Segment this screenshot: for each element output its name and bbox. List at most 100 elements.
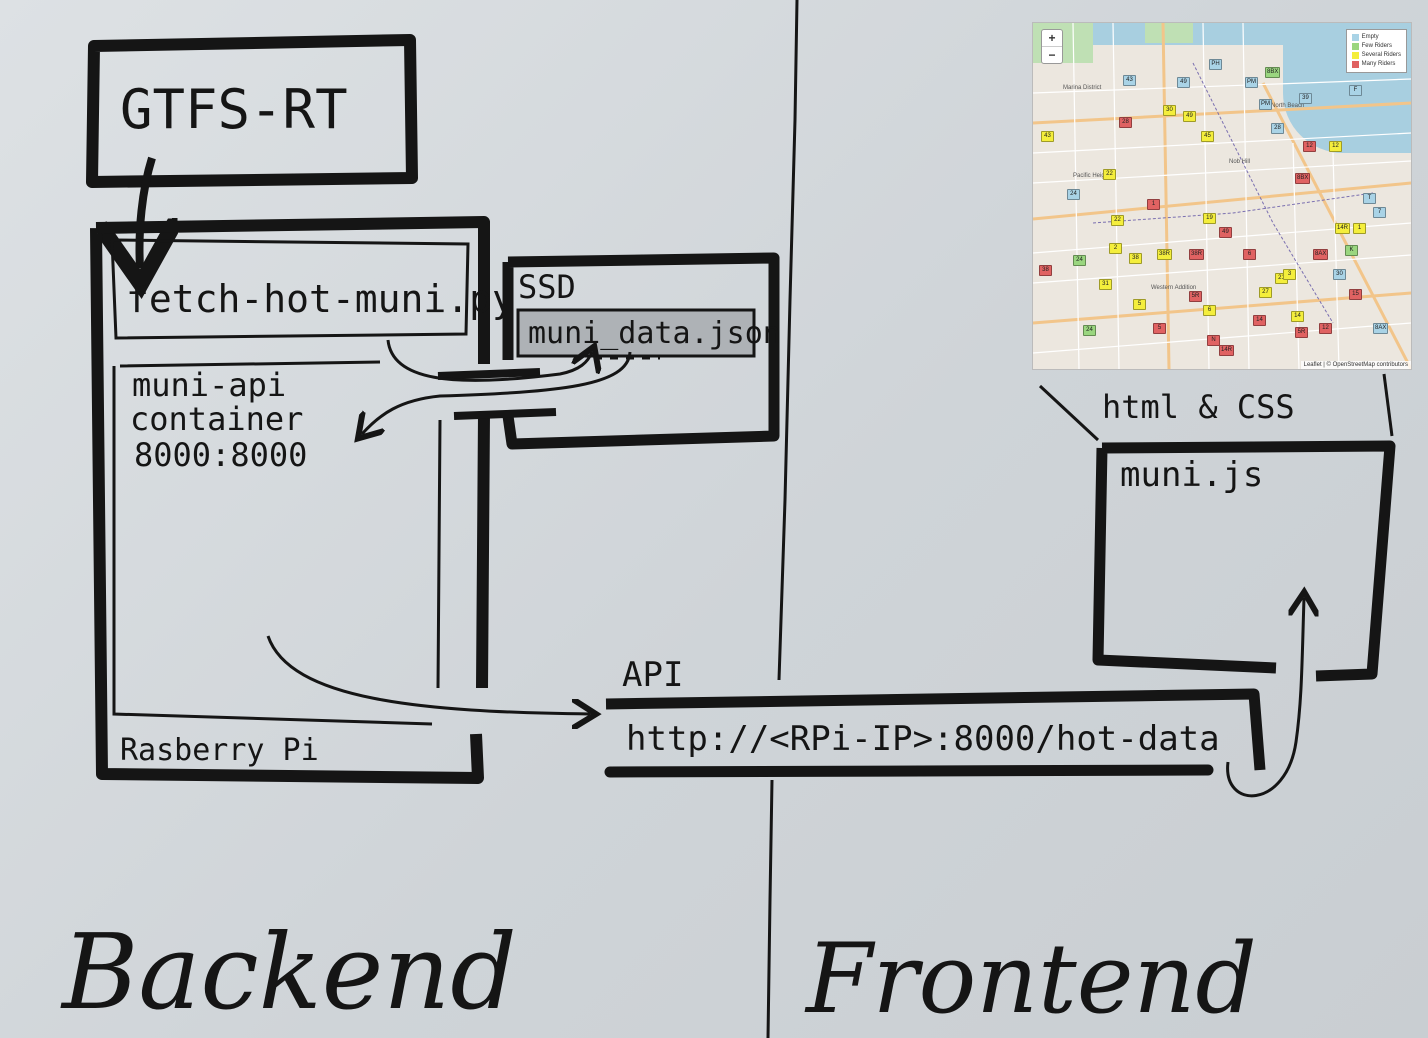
vehicle-marker[interactable]: 8AX: [1313, 249, 1329, 260]
park-area: [1145, 23, 1193, 43]
ssd-box: [502, 252, 780, 450]
vehicle-marker[interactable]: 5: [1133, 299, 1146, 310]
vehicle-marker[interactable]: 38R: [1157, 249, 1173, 260]
fetch-script-label: fetch-hot-muni.py: [126, 277, 515, 321]
mount-connector-bottom: [453, 408, 557, 420]
fetch-script-box: [110, 238, 470, 340]
backend-section-label: Backend: [60, 911, 517, 1033]
vehicle-marker[interactable]: 49: [1177, 77, 1190, 88]
map-attribution[interactable]: Leaflet | © OpenStreetMap contributors: [1300, 361, 1411, 369]
vehicle-marker[interactable]: 22: [1111, 215, 1124, 226]
vehicle-marker[interactable]: 30: [1333, 269, 1346, 280]
gtfs-to-script-arrow: [140, 156, 153, 268]
map-bracket-left: [1038, 384, 1100, 442]
vehicle-marker[interactable]: 49: [1183, 111, 1196, 122]
vehicle-marker[interactable]: 14: [1291, 311, 1304, 322]
vehicle-marker[interactable]: 14R: [1335, 223, 1351, 234]
vehicle-marker[interactable]: 5R: [1189, 291, 1202, 302]
legend-swatch: [1351, 34, 1359, 41]
vehicle-marker[interactable]: 39: [1299, 93, 1312, 104]
map-place-label: Nob Hill: [1229, 159, 1251, 165]
api-label: API: [622, 655, 683, 695]
zoom-in-button[interactable]: +: [1048, 31, 1056, 45]
vehicle-marker[interactable]: PM: [1259, 99, 1272, 110]
legend-swatch: [1351, 52, 1359, 59]
read-arrow: [362, 351, 632, 434]
container-name-label: muni-api: [132, 366, 286, 404]
vehicle-marker[interactable]: 5: [1153, 323, 1166, 334]
legend-label: Several Riders: [1361, 52, 1401, 58]
container-port-label: 8000:8000: [134, 436, 307, 474]
legend-label: Empty: [1361, 34, 1379, 40]
vehicle-marker[interactable]: 15: [1349, 289, 1362, 300]
legend-item: Many Riders: [1351, 60, 1401, 69]
vehicle-marker[interactable]: 8AX: [1373, 323, 1389, 334]
ssd-label: SSD: [518, 268, 576, 306]
vehicle-marker[interactable]: 38: [1129, 253, 1142, 264]
api-url-label[interactable]: http://<RPi-IP>:8000/hot-data: [626, 719, 1220, 759]
vehicle-marker[interactable]: 12: [1319, 323, 1332, 334]
vehicle-marker[interactable]: 8BX: [1295, 173, 1311, 184]
vehicle-marker[interactable]: 28: [1271, 123, 1284, 134]
vehicle-marker[interactable]: 27: [1259, 287, 1272, 298]
legend-swatch: [1351, 61, 1359, 68]
vehicle-marker[interactable]: 2: [1109, 243, 1122, 254]
legend-swatch: [1351, 43, 1359, 50]
vehicle-marker[interactable]: T: [1363, 193, 1376, 204]
vehicle-marker[interactable]: 1: [1353, 223, 1366, 234]
html-css-label: html & CSS: [1102, 388, 1295, 426]
map-place-label: Marina District: [1063, 85, 1102, 91]
vehicle-marker[interactable]: 14R: [1219, 345, 1235, 356]
vehicle-marker[interactable]: 6: [1243, 249, 1256, 260]
zoom-control: + −: [1041, 29, 1063, 64]
vehicle-marker[interactable]: PM: [1245, 77, 1258, 88]
muni-js-box: [1092, 440, 1396, 682]
vehicle-marker[interactable]: 38R: [1189, 249, 1205, 260]
zoom-out-button[interactable]: −: [1042, 46, 1062, 63]
vehicle-marker[interactable]: 5R: [1295, 327, 1308, 338]
vehicle-marker[interactable]: 14: [1253, 315, 1266, 326]
vehicle-marker[interactable]: 49: [1219, 227, 1232, 238]
street-grid: [1033, 23, 1411, 369]
json-file-box: [516, 308, 756, 358]
vehicle-marker[interactable]: 24: [1083, 325, 1096, 336]
vehicle-marker[interactable]: 31: [1099, 279, 1112, 290]
legend-item: Few Riders: [1351, 42, 1401, 51]
container-to-api-arrow: [266, 635, 590, 714]
vehicle-marker[interactable]: N: [1207, 335, 1220, 346]
vehicle-marker[interactable]: 19: [1203, 213, 1216, 224]
vehicle-marker[interactable]: 12: [1303, 141, 1316, 152]
map-bracket-right: [1382, 373, 1394, 437]
vehicle-marker[interactable]: 1: [1147, 199, 1160, 210]
vehicle-marker[interactable]: 30: [1163, 105, 1176, 116]
vehicle-marker[interactable]: 7: [1373, 207, 1386, 218]
vehicle-marker[interactable]: 38: [1039, 265, 1052, 276]
api-box: [604, 688, 1266, 778]
vehicle-marker[interactable]: 28: [1119, 117, 1132, 128]
raspberry-pi-box: [90, 216, 490, 784]
mount-connector-top: [437, 368, 541, 380]
vehicle-marker[interactable]: K: [1345, 245, 1358, 256]
vehicle-marker[interactable]: 8BX: [1265, 67, 1281, 78]
map-place-label: Pacific Heights: [1073, 173, 1113, 179]
vehicle-marker[interactable]: 43: [1041, 131, 1054, 142]
vehicle-marker[interactable]: 43: [1123, 75, 1136, 86]
vehicle-marker[interactable]: 24: [1073, 255, 1086, 266]
vehicle-marker[interactable]: F: [1349, 85, 1362, 96]
vehicle-marker[interactable]: 12: [1329, 141, 1342, 152]
muni-js-label: muni.js: [1120, 455, 1263, 495]
raspberry-pi-label: Rasberry Pi: [120, 733, 319, 768]
vehicle-marker[interactable]: 22: [1103, 169, 1116, 180]
muni-api-container-box: [112, 360, 442, 726]
muni-map[interactable]: Marina District Nob Hill North Beach Wes…: [1032, 22, 1412, 370]
gtfs-rt-label: GTFS-RT: [120, 78, 348, 141]
vehicle-marker[interactable]: 45: [1201, 131, 1214, 142]
map-place-label: North Beach: [1271, 103, 1305, 109]
vehicle-marker[interactable]: 6: [1203, 305, 1216, 316]
api-to-js-arrow: [1226, 598, 1304, 798]
vehicle-marker[interactable]: PH: [1209, 59, 1222, 70]
vehicle-marker[interactable]: 3: [1283, 269, 1296, 280]
gtfs-rt-box: [86, 34, 418, 188]
vehicle-marker[interactable]: 24: [1067, 189, 1080, 200]
